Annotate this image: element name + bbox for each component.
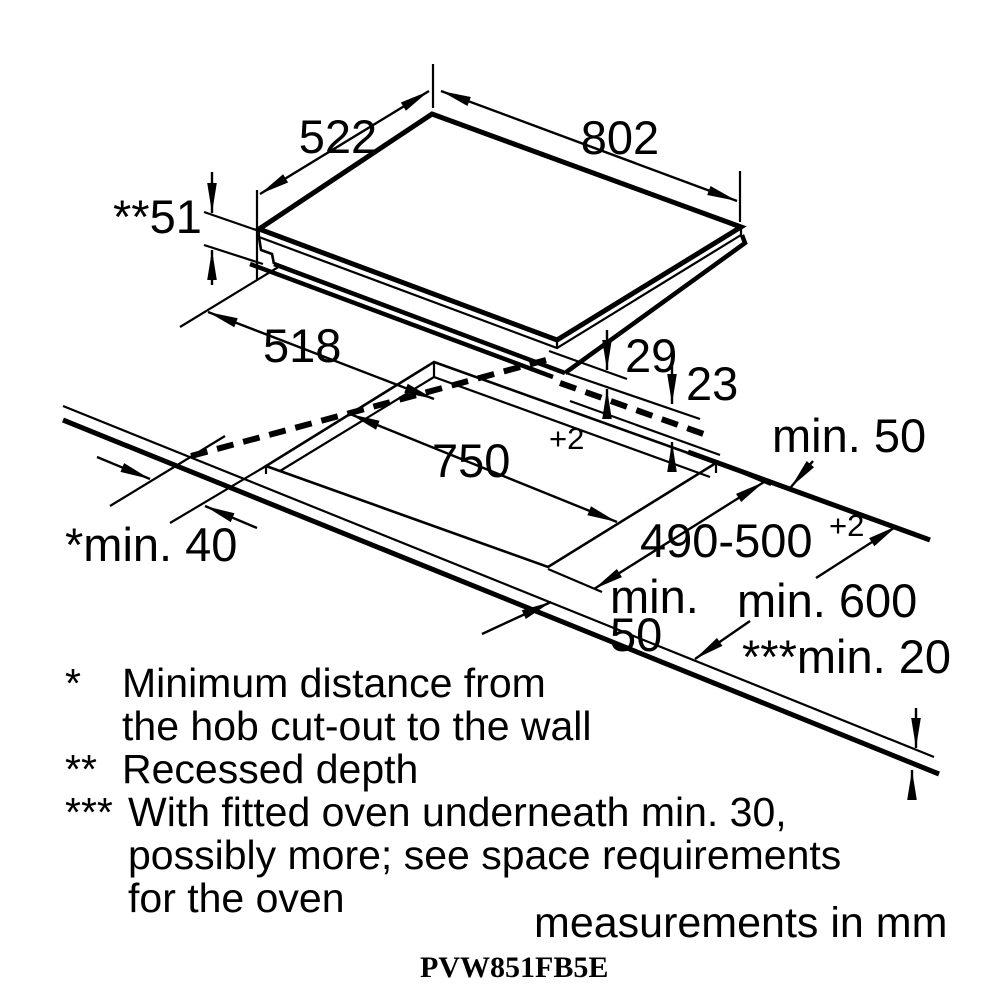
extension-lines <box>109 64 772 594</box>
footnote-1-marker: * <box>65 660 81 706</box>
label-side-wall-clearance: *min. 40 <box>65 518 237 571</box>
flange-extension-line <box>569 399 721 457</box>
ext-cutout-left-corner <box>169 465 267 524</box>
dim-min40-arrow-left <box>96 455 151 481</box>
footnote-3-marker: *** <box>65 789 113 835</box>
label-rear-wall-clearance: min. 50 <box>772 409 926 462</box>
ext-cutout-bottom-corner <box>547 567 603 594</box>
label-oven-clearance: ***min. 20 <box>742 630 951 683</box>
footnote-2-line-1: Recessed depth <box>122 746 418 792</box>
label-body-depth: 518 <box>263 319 341 372</box>
label-cutout-width-tolerance: +2 <box>549 421 584 456</box>
body-bottom-right-edge <box>563 234 748 375</box>
label-cutout-width: 750 <box>432 434 510 487</box>
footnote-3-line-3: for the oven <box>128 875 345 921</box>
dim-min600-arrow-left <box>694 620 751 660</box>
label-rear-ledge: 23 <box>686 357 738 410</box>
hob-projection-dashed-line <box>190 357 547 459</box>
model-number: PVW851FB5E <box>420 951 608 984</box>
footnotes: * Minimum distance from the hob cut-out … <box>65 660 841 921</box>
dim-518-line <box>207 310 435 401</box>
ext-body-depth <box>179 265 281 328</box>
label-hob-depth: 522 <box>299 110 377 163</box>
ext-cutout-right-corner <box>715 460 772 487</box>
hob-glass-extension-line <box>548 349 628 381</box>
body-step-left <box>257 236 276 265</box>
worktop-front-edge-bottom-line <box>62 417 940 777</box>
hob-body-extension-line <box>565 371 701 421</box>
worktop-front-edge-top-line <box>62 404 935 759</box>
label-worktop-depth: min. 600 <box>737 574 917 627</box>
dim-750-line <box>349 412 618 524</box>
label-rear-overhang: 29 <box>625 329 677 382</box>
ext-wall-tick <box>109 435 226 507</box>
dim-min50-front-arrow <box>481 600 552 636</box>
footnote-1-line-2: the hob cut-out to the wall <box>122 703 592 749</box>
stub-recess-top <box>203 210 260 233</box>
glass-underside-edge <box>258 234 742 350</box>
footnote-2-marker: ** <box>65 746 97 792</box>
dim-490-500-line <box>593 480 765 591</box>
footnote-3-line-2: possibly more; see space requirements <box>128 832 841 878</box>
stub-recess-bottom <box>203 243 264 266</box>
dim-522-line <box>259 89 430 196</box>
dim-802-line <box>440 89 738 203</box>
label-front-clearance-1: min. <box>610 570 699 623</box>
footnote-1-line-1: Minimum distance from <box>122 660 546 706</box>
rear-reference-lines <box>548 349 721 457</box>
label-hob-width: 802 <box>581 111 659 164</box>
footnote-3-line-1: With fitted oven underneath min. 30, <box>128 789 787 835</box>
dimension-arrows <box>96 89 921 800</box>
dimension-labels: 522 802 **51 518 29 23 min. 50 750 +2 49… <box>65 110 951 683</box>
label-cutout-depth-tolerance: +2 <box>829 508 864 543</box>
units-note: measurements in mm <box>534 899 947 947</box>
dim-min600-arrow-right <box>815 524 898 580</box>
label-cutout-depth: 490-500 <box>640 514 813 567</box>
label-recessed-depth: **51 <box>113 190 202 243</box>
dim-min50-wall-arrow <box>790 460 815 488</box>
label-front-clearance-2: 50 <box>610 608 662 661</box>
cutout-outline <box>263 360 719 569</box>
dim-min40-arrow-right <box>204 504 258 530</box>
